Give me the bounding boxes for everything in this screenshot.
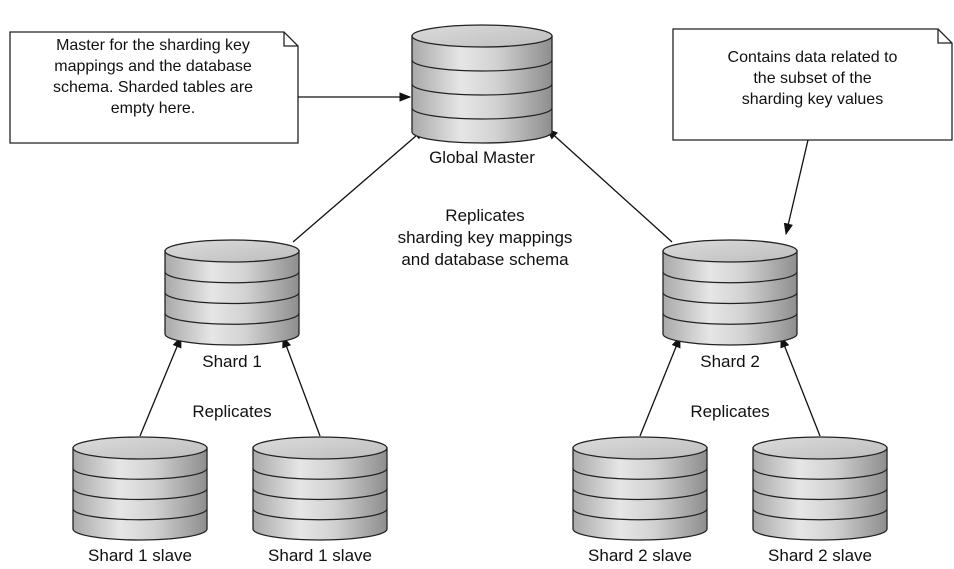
shard1-db-icon [164,239,300,346]
replicates-center-label: Replicates sharding key mappings and dat… [398,205,573,271]
global-master-label: Global Master [429,148,535,167]
arrow-shard1-to-master [292,128,425,243]
master-note-box [9,31,299,144]
replicates-left-label: Replicates [192,402,272,421]
shard2-label: Shard 2 [700,352,760,371]
shard-note-line-1: Contains data related to [727,49,898,66]
shard1-slave-a-db-icon [72,436,208,541]
replicates-center-line-3: and database schema [401,250,569,269]
arrow-note-to-shard2 [783,139,809,236]
shard-note-text: Contains data related to the subset of t… [675,47,950,110]
master-note-line-1: Master for the sharding key [56,37,250,54]
master-note-line-4: empty here. [110,100,196,117]
shard-note-line-2: the subset of the [753,70,872,87]
arrow-slave2a-to-shard2 [639,335,681,437]
replicates-center-line-2: sharding key mappings [397,228,573,247]
shard1-label: Shard 1 [202,352,262,371]
shard2-slave-b-label: Shard 2 slave [768,546,872,565]
replicates-right-label: Replicates [690,402,770,421]
arrow-slave2b-to-shard2 [780,335,821,437]
shard1-slave-b-db-icon [252,436,388,541]
replicates-center-line-1: Replicates [445,206,525,225]
shard1-slave-b-label: Shard 1 slave [268,546,372,565]
global-master-db-icon [411,24,553,144]
shard-note-line-3: sharding key values [741,91,884,108]
master-note-line-2: mappings and the database [54,58,252,75]
shard1-slave-a-label: Shard 1 slave [88,546,192,565]
shard2-slave-b-db-icon [752,436,888,541]
shard2-db-icon [662,239,798,346]
arrow-slave1a-to-shard1 [139,335,182,437]
arrow-shard2-to-master [546,128,673,243]
shard2-slave-a-db-icon [572,436,708,541]
shard2-slave-a-label: Shard 2 slave [588,546,692,565]
arrow-slave1b-to-shard1 [282,335,321,437]
master-note-line-3: schema. Sharded tables are [52,79,254,96]
master-note-text: Master for the sharding key mappings and… [12,35,294,119]
shard-note-box [672,28,953,141]
